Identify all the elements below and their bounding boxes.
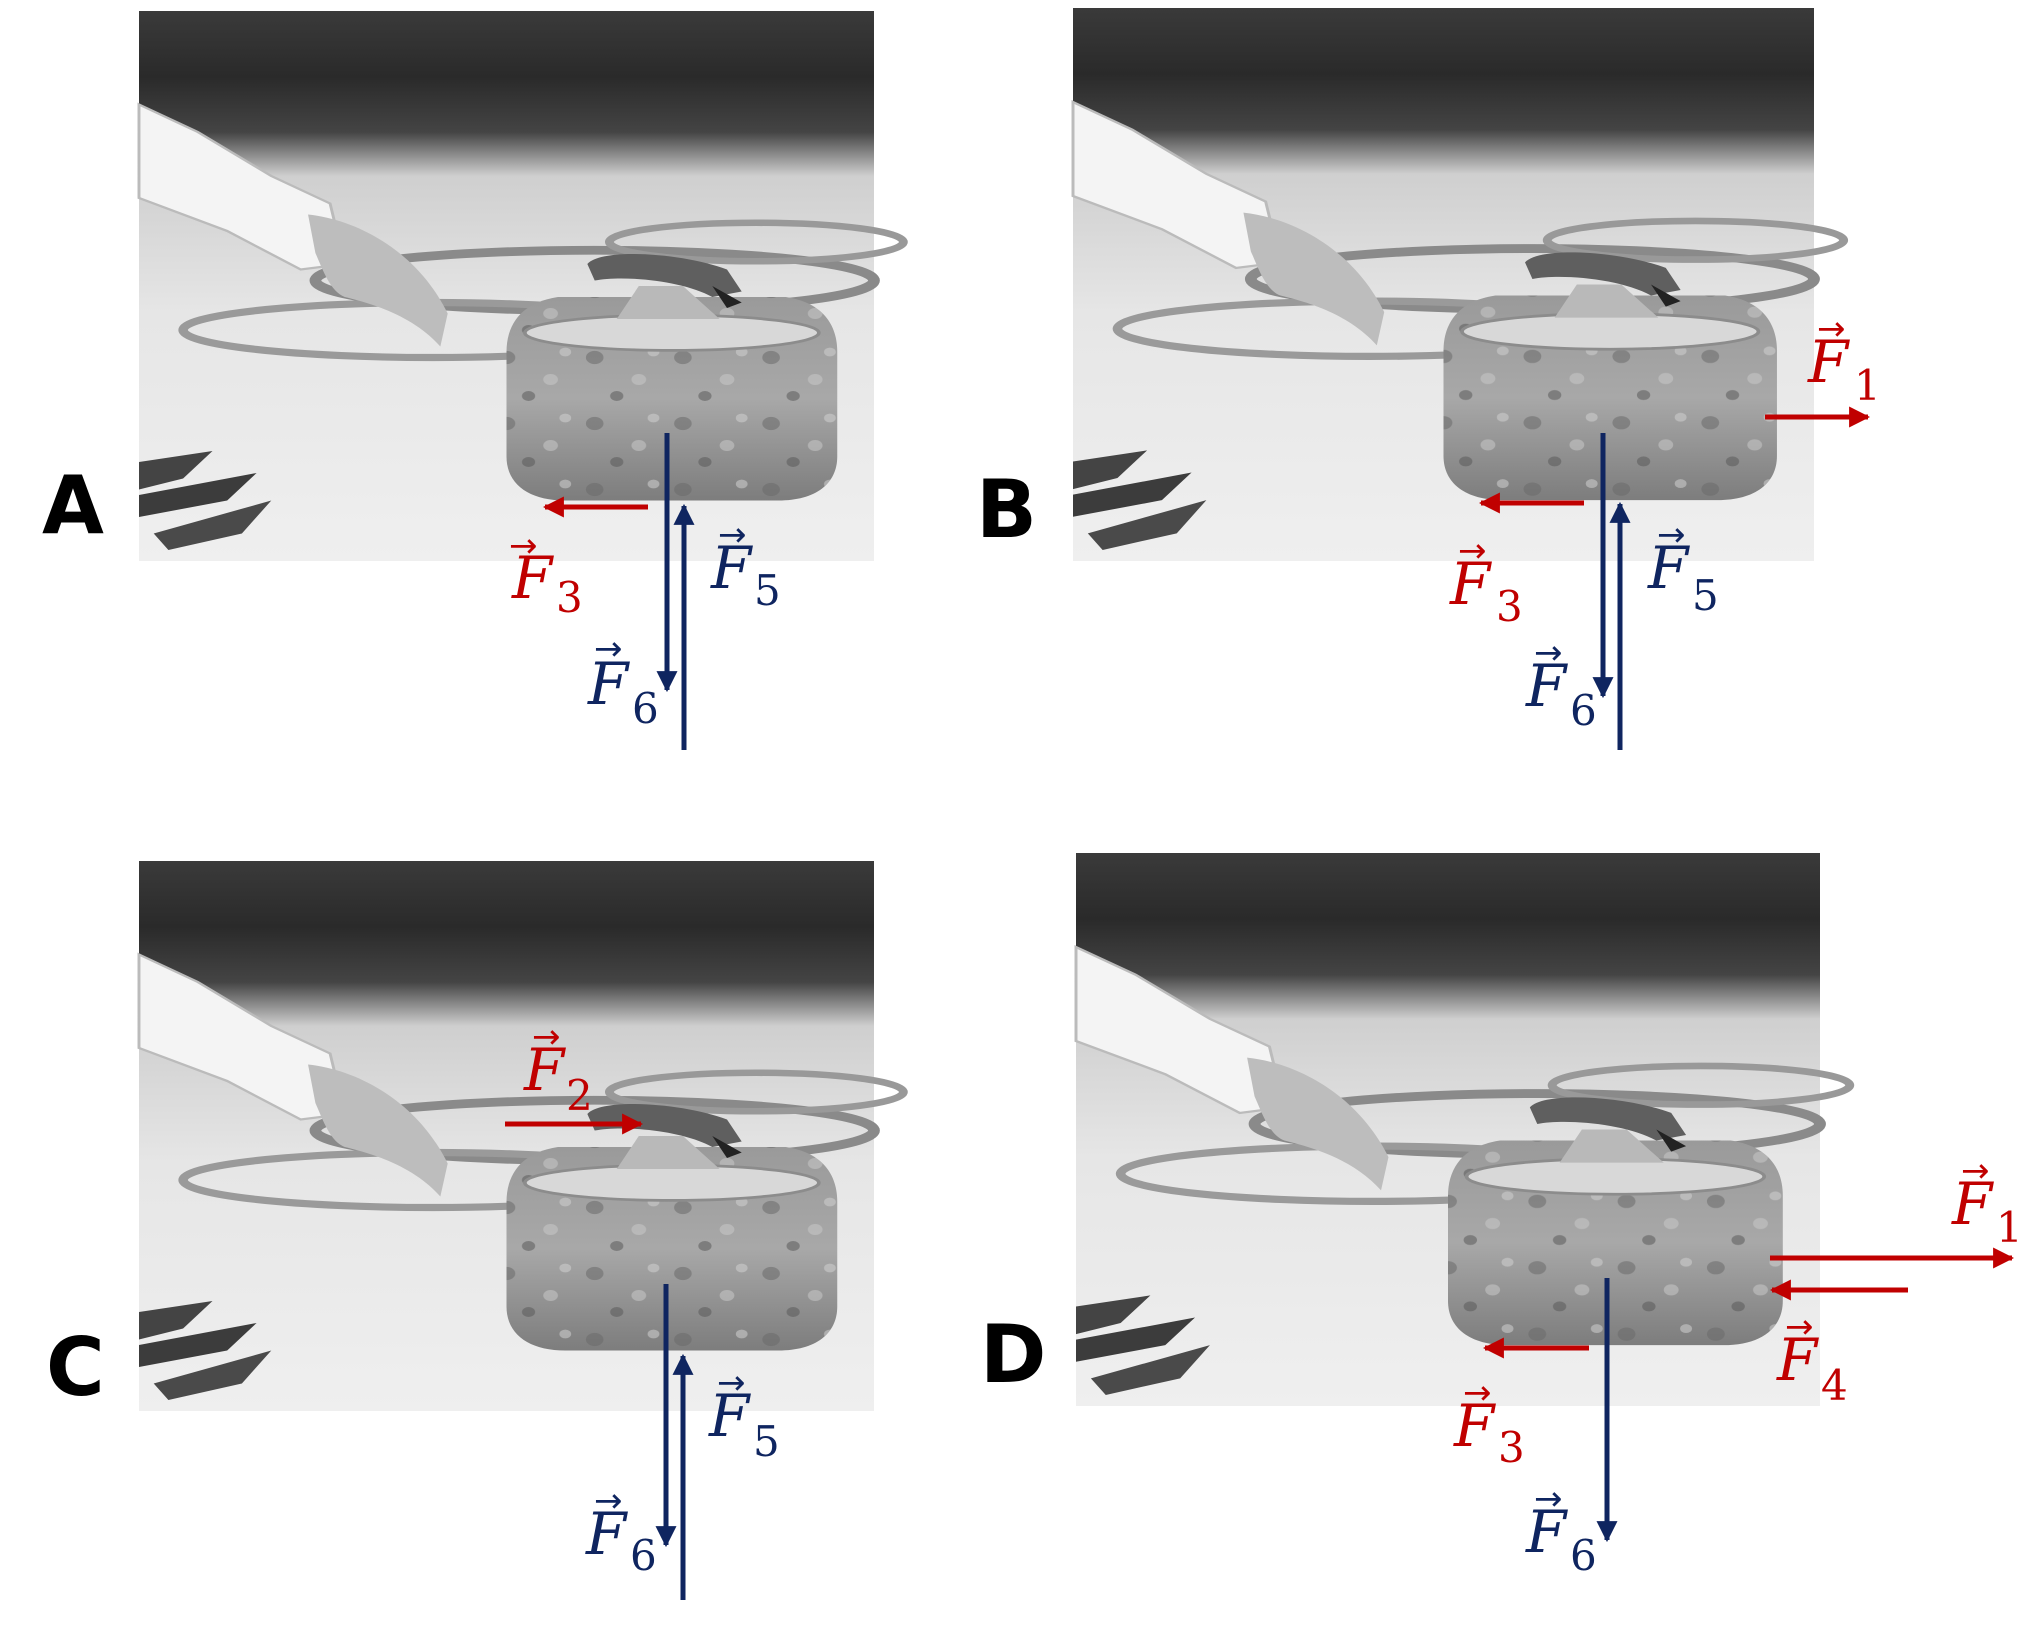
force-label-f5: → F 5 [708, 1363, 780, 1466]
svg-text:6: 6 [1570, 1531, 1597, 1580]
svg-text:F: F [523, 1036, 566, 1104]
svg-text:F: F [511, 544, 554, 612]
svg-text:3: 3 [1496, 582, 1523, 631]
svg-text:→: → [1463, 1373, 1492, 1413]
svg-text:F: F [1647, 534, 1690, 602]
svg-text:→: → [718, 515, 747, 555]
panel-a-photo [139, 11, 903, 561]
svg-text:→: → [594, 629, 623, 669]
svg-text:→: → [1534, 633, 1563, 673]
svg-text:F: F [585, 1500, 628, 1568]
svg-text:→: → [1657, 515, 1686, 555]
svg-text:→: → [1458, 531, 1487, 571]
panel-c-photo [139, 861, 903, 1411]
svg-text:F: F [1449, 550, 1492, 618]
force-label-f6: → F 6 [1525, 633, 1597, 735]
panel-b-photo [1073, 8, 1844, 561]
force-label-f3: → F 3 [1449, 531, 1523, 631]
force-label-f1: → F 1 [1807, 309, 1881, 410]
svg-text:F: F [1525, 652, 1568, 720]
panel-letter-b: B [976, 463, 1037, 556]
svg-text:→: → [532, 1017, 561, 1057]
svg-text:6: 6 [1570, 686, 1597, 735]
svg-text:→: → [509, 526, 538, 566]
svg-text:F: F [710, 534, 753, 602]
svg-text:→: → [1534, 1479, 1563, 1519]
svg-text:4: 4 [1821, 1361, 1848, 1410]
panel-letter-d: D [980, 1308, 1046, 1401]
svg-text:5: 5 [1692, 571, 1719, 620]
svg-text:F: F [1807, 328, 1850, 396]
svg-text:→: → [717, 1363, 746, 1403]
svg-text:5: 5 [754, 566, 781, 615]
svg-text:6: 6 [632, 684, 659, 733]
svg-text:F: F [708, 1382, 751, 1450]
svg-text:→: → [594, 1481, 623, 1521]
force-label-f2: → F 2 [523, 1017, 593, 1120]
svg-text:→: → [1961, 1151, 1990, 1191]
svg-text:3: 3 [1498, 1423, 1525, 1472]
svg-text:3: 3 [556, 573, 583, 622]
svg-text:F: F [1453, 1392, 1496, 1460]
force-label-f3: → F 3 [509, 526, 583, 622]
force-label-f3: → F 3 [1453, 1373, 1525, 1472]
svg-text:5: 5 [753, 1417, 780, 1466]
svg-text:F: F [1525, 1498, 1568, 1566]
force-label-f1: → F 1 [1951, 1151, 2023, 1252]
svg-text:F: F [1776, 1326, 1819, 1394]
force-label-f5: → F 5 [710, 515, 781, 615]
svg-text:→: → [1817, 309, 1846, 349]
svg-text:→: → [1785, 1307, 1814, 1347]
svg-text:1: 1 [1854, 361, 1881, 410]
force-label-f4: → F 4 [1776, 1307, 1848, 1410]
svg-text:1: 1 [1996, 1203, 2023, 1252]
svg-text:F: F [1951, 1170, 1994, 1238]
panel-letter-c: C [46, 1321, 105, 1414]
panel-letter-a: A [42, 459, 104, 552]
force-label-f5: → F 5 [1647, 515, 1719, 620]
svg-text:2: 2 [566, 1071, 593, 1120]
force-label-f6: → F 6 [587, 629, 659, 733]
svg-text:6: 6 [630, 1531, 657, 1580]
panel-d-photo [1076, 853, 1850, 1406]
force-label-f6: → F 6 [585, 1481, 657, 1580]
svg-text:F: F [587, 650, 630, 718]
force-label-f6: → F 6 [1525, 1479, 1597, 1580]
